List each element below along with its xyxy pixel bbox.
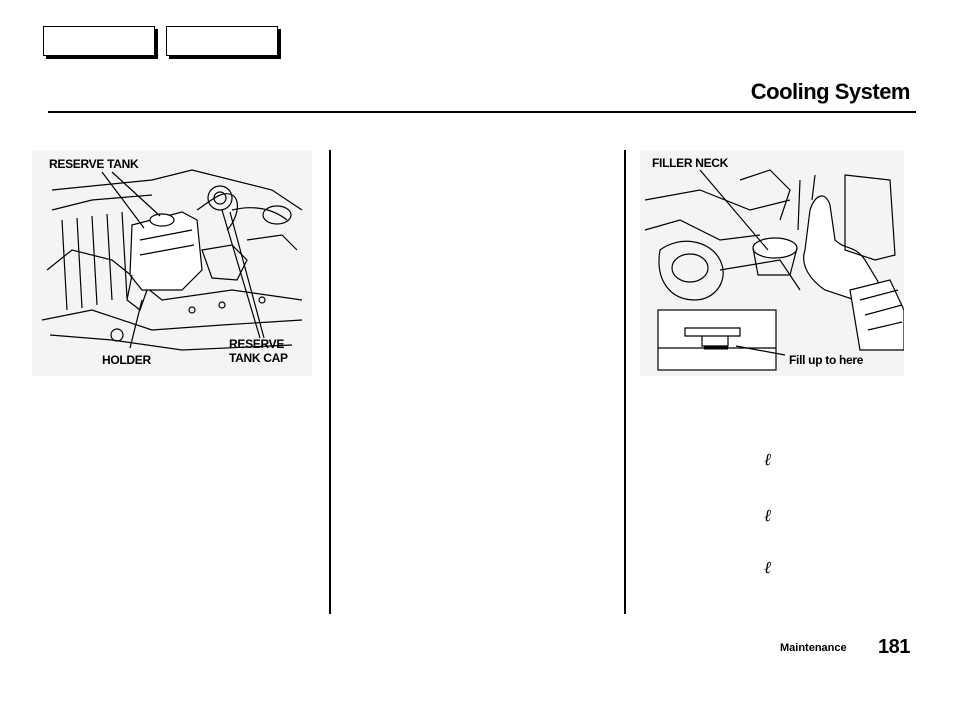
page-title: Cooling System [750,79,911,104]
liter-symbol-2: ℓ [764,506,772,526]
prev-page-button[interactable] [43,26,158,59]
reserve-tank-cap-label-line2: TANK CAP [229,351,288,365]
next-page-button[interactable] [166,26,281,59]
holder-label: HOLDER [102,353,151,367]
page-number: 181 [878,636,910,658]
footer-section-name: Maintenance [780,642,847,654]
engine-reserve-tank-illustration [32,150,312,376]
column-divider-left [329,150,331,614]
reserve-tank-cap-label-line1: RESERVE [229,337,285,351]
liter-symbol-3: ℓ [764,558,772,578]
reserve-tank-figure [32,150,312,376]
column-divider-right [624,150,626,614]
filler-neck-hand-illustration [640,150,905,376]
filler-neck-label: FILLER NECK [652,156,729,170]
reserve-tank-label: RESERVE TANK [49,157,139,171]
liter-symbol-1: ℓ [764,450,772,470]
fill-up-label: Fill up to here [789,353,864,367]
title-rule [48,111,916,113]
filler-neck-figure [640,150,905,376]
